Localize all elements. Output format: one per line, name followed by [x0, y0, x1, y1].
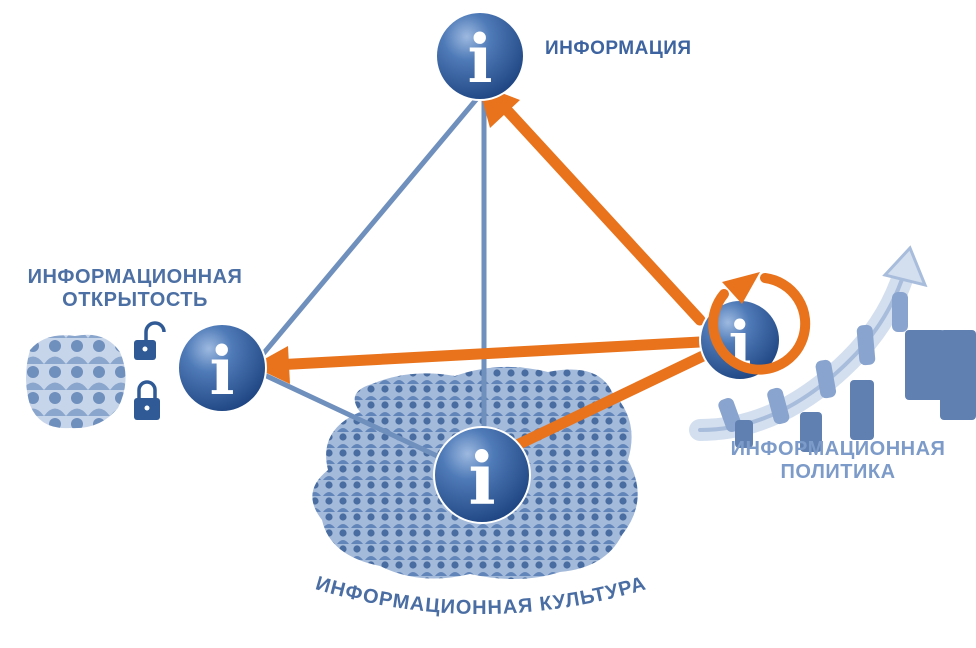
cycle-arrow-icon [708, 273, 811, 375]
padlock-open-icon [134, 321, 166, 360]
label-culture: ИНФОРМАЦИОННАЯ КУЛЬТУРА [313, 572, 649, 619]
node-culture: i [433, 426, 531, 524]
label-openness-line1: ИНФОРМАЦИОННАЯ [27, 266, 243, 288]
label-policy-line1: ИНФОРМАЦИОННАЯ [730, 438, 946, 460]
policy-arrows [269, 102, 711, 464]
arrowhead-openness [252, 346, 290, 384]
label-openness: ИНФОРМАЦИОННАЯ ОТКРЫТОСТЬ [0, 266, 270, 312]
people-group-icon [26, 334, 126, 429]
label-information: ИНФОРМАЦИЯ [545, 38, 692, 59]
node-openness: i [177, 323, 267, 413]
info-icon: i [209, 332, 234, 410]
node-information: i [435, 11, 525, 101]
info-icon: i [468, 436, 495, 521]
arrow-policy-to-information [499, 102, 706, 326]
edge-information-openness [255, 92, 483, 363]
label-policy-line2: ПОЛИТИКА [780, 461, 896, 483]
label-openness-line2: ОТКРЫТОСТЬ [62, 289, 208, 311]
hands-rope-arrow-image [689, 245, 976, 452]
node-policy: i [699, 272, 811, 381]
edge-openness-culture [255, 369, 453, 465]
label-policy: ИНФОРМАЦИОННАЯ ПОЛИТИКА [700, 438, 976, 484]
cycle-arrowhead [722, 272, 760, 304]
padlock-closed-icon [134, 380, 160, 420]
diagram-edges [255, 92, 487, 465]
info-icon: i [467, 20, 492, 98]
arrow-policy-to-culture [484, 349, 711, 464]
arrow-policy-to-openness [269, 336, 706, 371]
